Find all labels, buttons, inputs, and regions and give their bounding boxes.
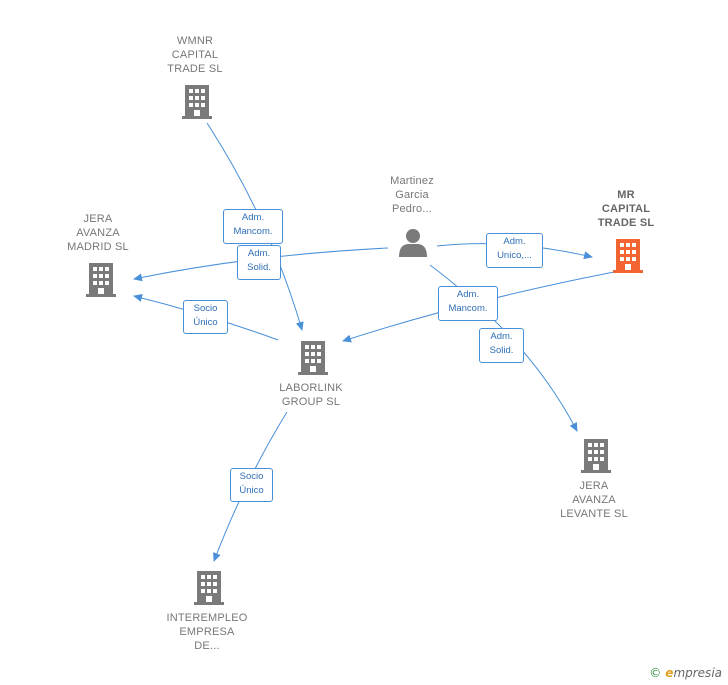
- node-wmnr-capital-trade[interactable]: WMNR CAPITAL TRADE SL: [145, 34, 245, 76]
- edge-label-wmnr-laborlink[interactable]: Adm. Mancom.: [223, 209, 283, 244]
- building-icon[interactable]: [193, 570, 225, 606]
- node-martinez-garcia-pedro[interactable]: Martinez Garcia Pedro...: [362, 174, 462, 216]
- brand-logo: empresia: [665, 666, 722, 680]
- node-label: JERA AVANZA LEVANTE SL: [560, 480, 628, 520]
- brand-footer: ©empresia: [649, 666, 722, 680]
- node-jera-avanza-levante[interactable]: JERA AVANZA LEVANTE SL: [544, 479, 644, 521]
- building-icon[interactable]: [580, 438, 612, 474]
- node-mr-capital-trade[interactable]: MR CAPITAL TRADE SL: [576, 188, 676, 230]
- building-icon[interactable]: [181, 84, 213, 120]
- edge-label-laborlink-jera-madrid[interactable]: Socio Único: [183, 300, 228, 334]
- node-label: WMNR CAPITAL TRADE SL: [167, 35, 223, 75]
- node-laborlink-group[interactable]: LABORLINK GROUP SL: [261, 381, 361, 409]
- edge-label-martinez-mr-capital[interactable]: Adm. Unico,...: [486, 233, 543, 268]
- node-label: JERA AVANZA MADRID SL: [67, 213, 129, 253]
- brand-initial: e: [665, 666, 674, 680]
- person-icon[interactable]: [398, 227, 428, 257]
- edge-label-laborlink-interempleo[interactable]: Socio Único: [230, 468, 273, 502]
- node-interempleo-empresa[interactable]: INTEREMPLEO EMPRESA DE...: [157, 611, 257, 653]
- node-label: INTEREMPLEO EMPRESA DE...: [166, 612, 248, 652]
- copyright-symbol: ©: [649, 666, 662, 680]
- node-label: LABORLINK GROUP SL: [279, 382, 343, 408]
- node-label: Martinez Garcia Pedro...: [390, 175, 434, 215]
- edge-label-martinez-laborlink[interactable]: Adm. Mancom.: [438, 286, 498, 321]
- node-label: MR CAPITAL TRADE SL: [597, 189, 655, 229]
- edge-label-martinez-jera-madrid[interactable]: Adm. Solid.: [237, 245, 281, 280]
- building-icon[interactable]: [297, 340, 329, 376]
- node-jera-avanza-madrid[interactable]: JERA AVANZA MADRID SL: [48, 212, 148, 254]
- building-icon[interactable]: [85, 262, 117, 298]
- building-icon[interactable]: [612, 238, 644, 274]
- brand-name: mpresia: [673, 666, 722, 680]
- edge-label-martinez-jera-levante[interactable]: Adm. Solid.: [479, 328, 524, 363]
